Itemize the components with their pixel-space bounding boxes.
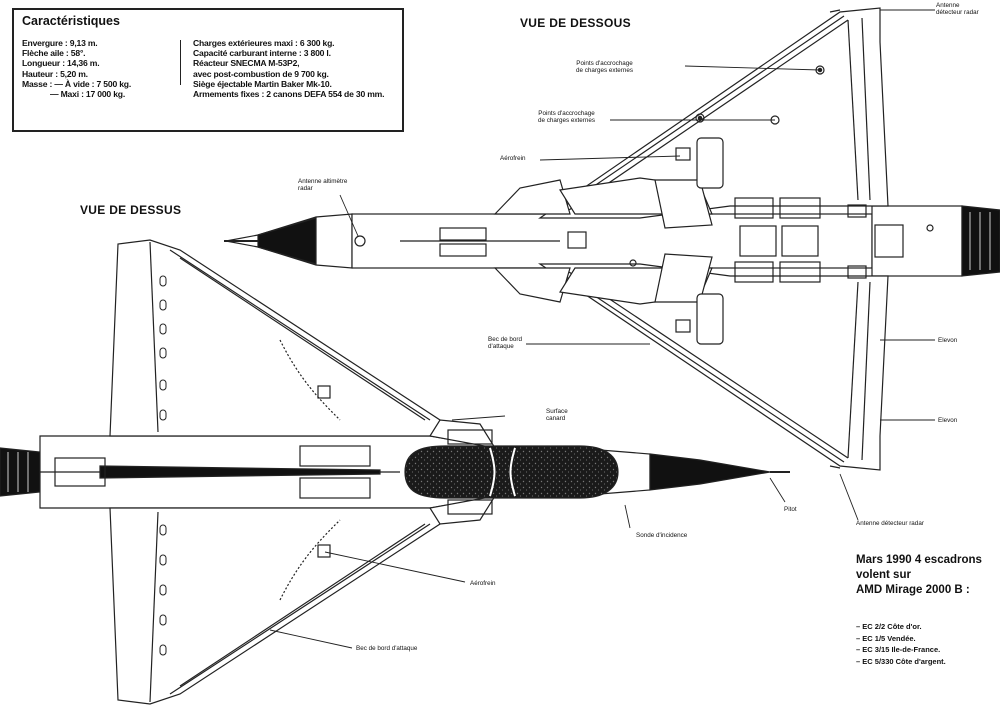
squadrons-list: EC 2/2 Côte d'or. EC 1/5 Vendée. EC 3/15…	[856, 621, 946, 668]
specifications-title: Caractéristiques	[22, 14, 120, 28]
squadron-item: EC 1/5 Vendée.	[856, 633, 946, 645]
specifications-divider	[180, 40, 181, 86]
squadrons-title-line: Mars 1990 4 escadrons	[856, 554, 982, 566]
squadrons-title-line: AMD Mirage 2000 B :	[856, 584, 970, 596]
squadron-item: EC 5/330 Côte d'argent.	[856, 656, 945, 668]
squadron-item: EC 3/15 Ile-de-France.	[856, 644, 946, 656]
label-pitot: Pitot	[784, 506, 797, 513]
spec-line: Réacteur SNECMA M-53P2,	[193, 58, 300, 69]
underside-view-aircraft	[224, 7, 1000, 471]
spec-line: Siège éjectable Martin Baker Mk-10.	[193, 78, 332, 89]
specifications-box: Caractéristiques Envergure : 9,13 m. Flè…	[12, 8, 404, 132]
label-bec-bord-attaque-bottom: Bec de bord d'attaque	[356, 645, 418, 652]
label-elevon-2: Elevon	[938, 417, 958, 424]
label-elevon-1: Elevon	[938, 337, 958, 344]
label-sonde-incidence: Sonde d'incidence	[636, 532, 688, 539]
spec-line: Capacité carburant interne : 3 800 l.	[193, 48, 331, 59]
label-aerofrein-bottom: Aérofrein	[470, 580, 496, 587]
squadron-item: EC 2/2 Côte d'or.	[856, 621, 946, 633]
spec-line: avec post-combustion de 9 700 kg.	[193, 68, 329, 79]
squadrons-title-line: volent sur	[856, 569, 911, 581]
label-antenne-detecteur-radar-bottom: Antenne détecteur radar	[856, 520, 924, 527]
view-title-top: VUE DE DESSUS	[80, 203, 182, 217]
spec-line: Armements fixes : 2 canons DEFA 554 de 3…	[193, 89, 385, 100]
spec-line: Hauteur : 5,20 m.	[22, 68, 88, 79]
spec-line: Charges extérieures maxi : 6 300 kg.	[193, 38, 335, 48]
spec-line: — Maxi : 17 000 kg.	[50, 89, 126, 100]
specifications-right: Charges extérieures maxi : 6 300 kg. Cap…	[193, 38, 384, 99]
view-title-underside: VUE DE DESSOUS	[520, 16, 631, 30]
spec-line: Longueur : 14,36 m.	[22, 58, 100, 69]
squadrons-title: Mars 1990 4 escadrons volent sur AMD Mir…	[856, 553, 982, 598]
leader-lines	[269, 9, 935, 649]
spec-line: Masse : — À vide : 7 500 kg.	[22, 78, 132, 89]
label-aerofrein-top: Aérofrein	[500, 155, 526, 162]
top-view-aircraft	[0, 239, 790, 705]
spec-line: Envergure : 9,13 m.	[22, 38, 98, 48]
specifications-left: Envergure : 9,13 m. Flèche aile : 58°. L…	[22, 38, 180, 99]
spec-line: Flèche aile : 58°.	[22, 48, 86, 59]
